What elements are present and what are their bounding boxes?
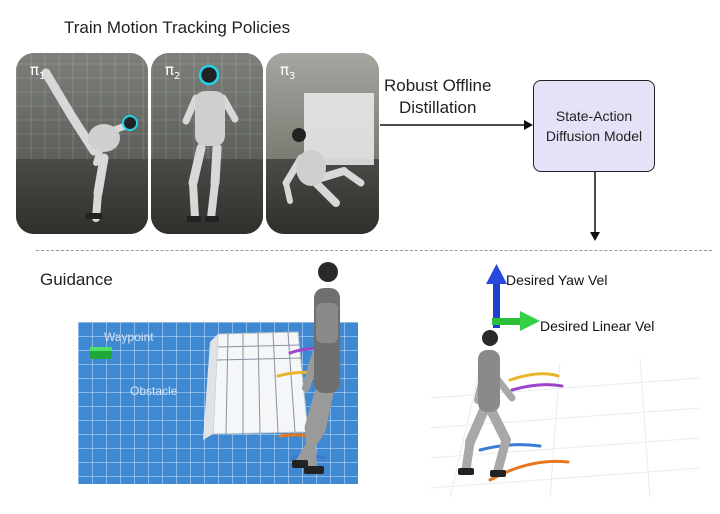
model-down-arrow <box>590 172 600 241</box>
model-line-2: Diffusion Model <box>545 128 643 144</box>
linear-velocity-label: Desired Linear Vel <box>540 318 655 334</box>
policy-panel-2: π2 <box>151 53 263 234</box>
robot-fallen-image <box>282 93 374 207</box>
distillation-line-1: Robust Offline <box>384 76 492 95</box>
waypoint-marker <box>90 347 112 359</box>
yaw-velocity-label: Desired Yaw Vel <box>506 272 608 288</box>
policy-label-3: π3 <box>280 61 296 82</box>
obstacle-label: Obstacle <box>130 384 178 398</box>
yaw-velocity-arrow <box>486 264 507 328</box>
guidance-title: Guidance <box>40 270 113 289</box>
policy-label-1: π1 <box>30 61 46 82</box>
section-title: Train Motion Tracking Policies <box>64 18 291 37</box>
section-divider <box>36 250 712 251</box>
panel-background <box>16 53 148 163</box>
linear-velocity-arrow <box>492 311 540 331</box>
policy-label-2: π2 <box>165 61 181 82</box>
distillation-line-2: Distillation <box>398 98 477 117</box>
robot-walking-image <box>276 262 340 474</box>
robot-walking-velocity-image <box>458 330 570 482</box>
distillation-label: Robust Offline Distillation <box>384 75 491 119</box>
velocity-scene: Desired Yaw Vel Desired Linear Vel <box>420 258 710 498</box>
obstacle-block <box>203 331 309 440</box>
policy-panel-1: π1 <box>16 53 148 234</box>
robot-standing-image <box>182 64 239 222</box>
model-line-1: State-Action <box>555 108 633 124</box>
diffusion-model-box: State-Action Diffusion Model <box>533 80 655 172</box>
robot-kick-image <box>41 68 138 222</box>
panel-floor <box>16 159 148 234</box>
policy-panel-3: π3 <box>266 53 379 234</box>
waypoint-label: Waypoint <box>104 330 154 344</box>
distillation-arrow <box>380 120 533 130</box>
